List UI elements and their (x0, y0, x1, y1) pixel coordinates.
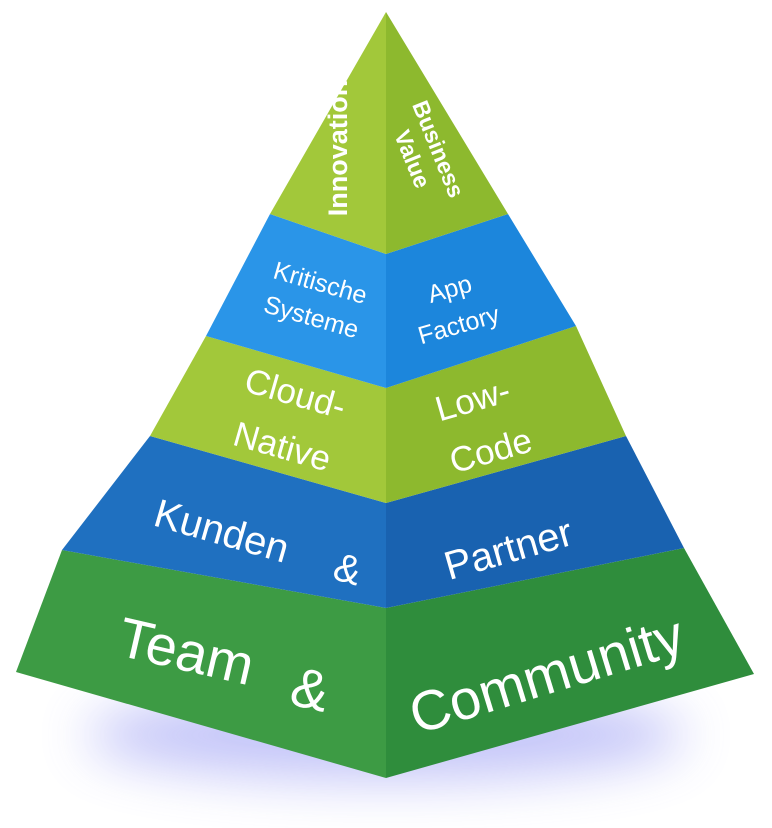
level1-right-face (386, 548, 754, 778)
level1-left-face (16, 550, 386, 778)
level4-left-face (206, 214, 386, 388)
apex-left-label: Innovation (323, 80, 353, 217)
apex-right-face (386, 12, 508, 254)
level2-left-face (62, 436, 386, 608)
level3-left-face (150, 336, 386, 503)
level3-right-face (386, 326, 626, 503)
level4-right-face (386, 214, 576, 388)
level2-right-face (386, 436, 684, 608)
apex-left-face (270, 12, 386, 254)
